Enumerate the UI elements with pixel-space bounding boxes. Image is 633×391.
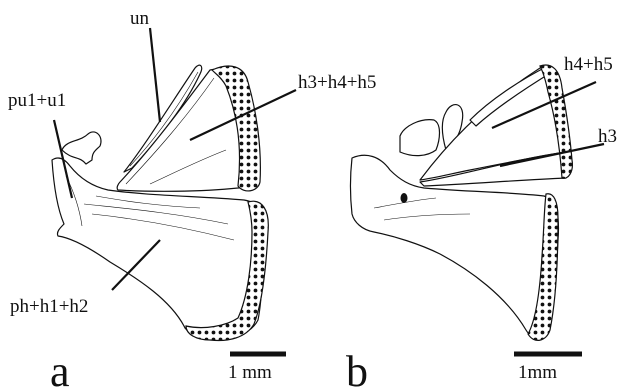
panel-letter-b: b xyxy=(346,347,368,391)
foramen-b xyxy=(401,193,408,203)
label-un: un xyxy=(130,8,150,29)
label-h3h4h5: h3+h4+h5 xyxy=(298,72,376,93)
label-h3: h3 xyxy=(598,126,617,147)
epural-bone-b xyxy=(400,120,440,156)
label-h4h5: h4+h5 xyxy=(564,54,613,75)
label-pu1u1: pu1+u1 xyxy=(8,90,66,111)
leader-un xyxy=(150,28,160,122)
label-phh1h2: ph+h1+h2 xyxy=(10,296,88,317)
panel-letter-a: a xyxy=(50,347,70,391)
scale-label-b: 1mm xyxy=(518,362,557,383)
epural-bone-a xyxy=(62,132,101,164)
scale-label-a: 1 mm xyxy=(228,362,272,383)
